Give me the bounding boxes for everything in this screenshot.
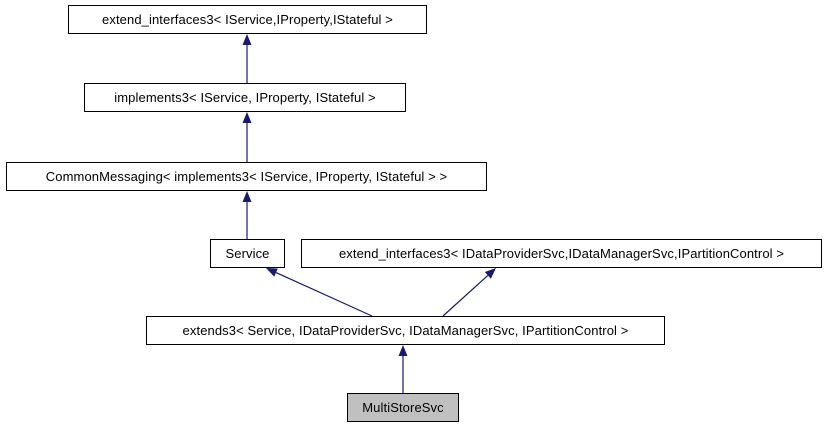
inheritance-arrowhead [266,268,278,277]
class-node-label: extend_interfaces3< IService,IProperty,I… [102,12,393,27]
edge-extends3-to-extend-interfaces3-data [442,268,496,317]
inheritance-line [275,271,373,317]
class-node-implements3-service[interactable]: implements3< IService, IProperty, IState… [84,83,406,112]
edge-commonmessaging-to-implements3 [242,112,252,162]
inheritance-arrowhead [242,34,252,45]
class-node-extends3-service-data[interactable]: extends3< Service, IDataProviderSvc, IDa… [146,316,665,345]
inheritance-arrowhead [242,191,252,202]
class-node-service[interactable]: Service [210,239,285,268]
class-node-multi-store-svc[interactable]: MultiStoreSvc [347,393,459,422]
inheritance-arrowhead [484,268,496,279]
class-node-label: Service [225,246,270,261]
class-node-extend-interfaces3-service[interactable]: extend_interfaces3< IService,IProperty,I… [68,5,427,34]
class-node-label: extends3< Service, IDataProviderSvc, IDa… [182,323,629,338]
class-node-extend-interfaces3-data[interactable]: extend_interfaces3< IDataProviderSvc,IDa… [301,239,822,268]
inheritance-arrowhead [242,112,252,123]
inheritance-arrowhead [398,345,408,356]
edge-implements3-to-extend-interfaces3 [242,34,252,83]
class-node-common-messaging[interactable]: CommonMessaging< implements3< IService, … [6,162,487,191]
edge-extends3-to-service [266,268,373,317]
class-node-label: MultiStoreSvc [362,400,444,415]
class-node-label: CommonMessaging< implements3< IService, … [45,169,448,184]
class-node-label: extend_interfaces3< IDataProviderSvc,IDa… [338,246,785,261]
class-node-label: implements3< IService, IProperty, IState… [114,90,376,105]
edge-multistoresvc-to-extends3 [398,345,408,393]
inheritance-line [442,274,489,317]
edge-service-to-commonmessaging [242,191,252,239]
